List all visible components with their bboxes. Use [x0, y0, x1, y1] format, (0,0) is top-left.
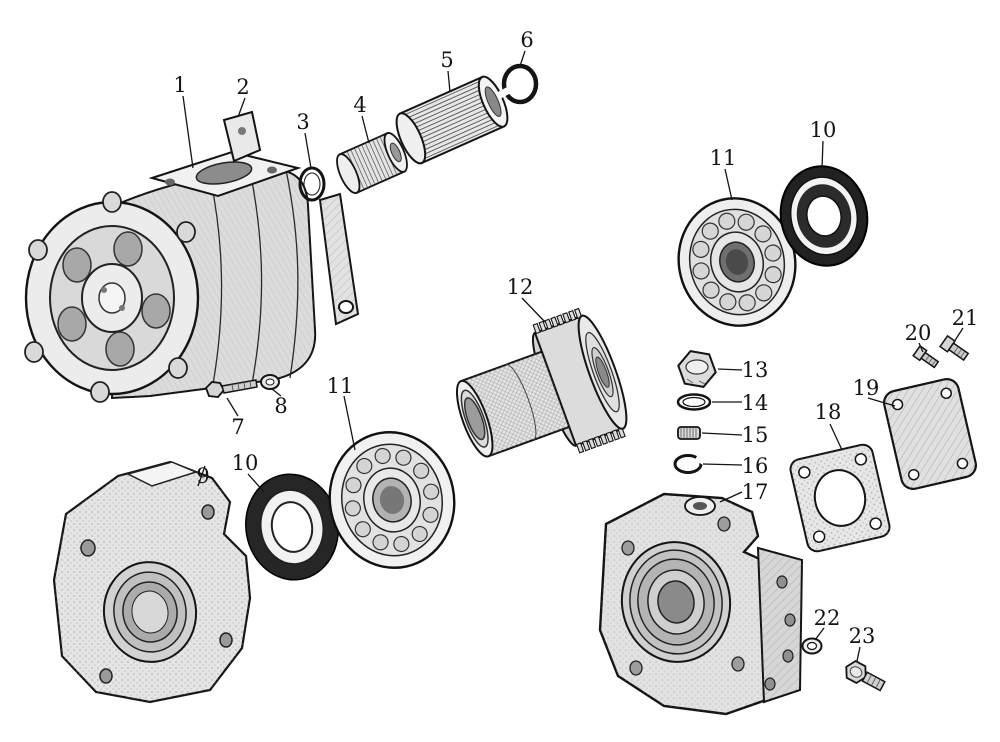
- callout-19: 19: [853, 376, 880, 400]
- leader-line-7: [226, 397, 239, 417]
- callout-6: 6: [520, 28, 533, 52]
- callouts: 1 2 3 4 5 6 7 8 9 10 11 12 13 14 15 16 1…: [173, 28, 978, 648]
- callout-9: 9: [196, 464, 209, 488]
- part-snap-ring-16: [673, 454, 706, 474]
- part-front-plate: [52, 460, 252, 704]
- housing-front-flange: [24, 191, 200, 403]
- callout-2: 2: [236, 75, 249, 99]
- leader-line-6: [519, 50, 526, 67]
- part-hex-plug: [677, 350, 717, 388]
- part-gasket: [789, 443, 891, 553]
- part-washer-22: [801, 637, 823, 655]
- leader-line-10t: [821, 140, 824, 169]
- leader-line-8: [271, 388, 282, 397]
- part-bolt-21: [939, 334, 970, 362]
- part-knurled-nut: [677, 426, 701, 440]
- part-rear-housing: [598, 492, 804, 716]
- leader-line-5: [447, 70, 451, 93]
- housing-strap: [318, 192, 360, 326]
- leader-line-9: [197, 465, 206, 487]
- rear-housing-top-boss: [684, 496, 716, 516]
- callout-21: 21: [952, 306, 979, 330]
- leader-line-22: [814, 627, 825, 641]
- part-splined-sleeve: [395, 75, 509, 165]
- callout-8: 8: [274, 394, 287, 418]
- callout-5: 5: [440, 48, 453, 72]
- leader-line-21: [953, 327, 964, 343]
- leader-line-1: [182, 95, 194, 169]
- callout-10-bottom: 10: [232, 451, 259, 475]
- part-splined-coupling-small: [336, 132, 408, 194]
- callout-18: 18: [815, 400, 842, 424]
- leader-line-17: [719, 491, 743, 503]
- callout-7: 7: [231, 415, 244, 439]
- part-cover-plate: [883, 378, 977, 490]
- part-small-oring: [298, 166, 326, 202]
- part-sealing-ring: [676, 393, 712, 411]
- leader-line-11t: [724, 168, 733, 201]
- part-main-housing: [24, 110, 360, 403]
- part-washer-8: [260, 374, 280, 390]
- callout-4: 4: [353, 93, 366, 117]
- leader-line-2: [237, 97, 246, 118]
- part-bolt-23: [845, 659, 886, 692]
- leader-line-20: [918, 342, 924, 353]
- leader-line-16: [702, 463, 743, 466]
- part-bracket-plate: [222, 110, 262, 163]
- part-seal-ring-top: [779, 165, 869, 267]
- callout-11-top: 11: [710, 146, 737, 170]
- leader-line-10b: [247, 473, 265, 493]
- part-bearing-top-right: [677, 197, 797, 327]
- callout-17: 17: [742, 480, 769, 504]
- callout-10-top: 10: [810, 118, 837, 142]
- callout-12: 12: [507, 275, 534, 299]
- callout-15: 15: [742, 423, 769, 447]
- leader-line-13: [717, 368, 743, 371]
- leader-line-3: [304, 132, 312, 169]
- callout-14: 14: [742, 391, 769, 415]
- housing-top-pad: [148, 150, 302, 198]
- callout-11-center: 11: [327, 374, 354, 398]
- callout-3: 3: [296, 110, 309, 134]
- leader-line-11c: [343, 395, 356, 451]
- rear-housing-bore: [620, 541, 732, 663]
- callout-20: 20: [905, 321, 932, 345]
- part-seal-ring-bottom: [245, 473, 339, 581]
- leader-line-19: [867, 397, 896, 407]
- part-bearing-center: [328, 431, 456, 569]
- leader-lines: [182, 50, 964, 662]
- callout-22: 22: [814, 606, 841, 630]
- front-plate-bore: [102, 561, 198, 663]
- callout-1: 1: [173, 73, 186, 97]
- callout-16: 16: [742, 454, 769, 478]
- leader-line-4: [361, 115, 370, 144]
- leader-line-15: [701, 432, 743, 436]
- part-bolt-7: [204, 379, 258, 398]
- leader-line-12: [521, 297, 546, 323]
- leader-line-18: [829, 423, 843, 451]
- callout-13: 13: [742, 358, 769, 382]
- part-gear-hub: [455, 307, 628, 458]
- callout-23: 23: [849, 624, 876, 648]
- leader-line-23: [856, 646, 861, 662]
- part-bolt-20: [912, 344, 940, 369]
